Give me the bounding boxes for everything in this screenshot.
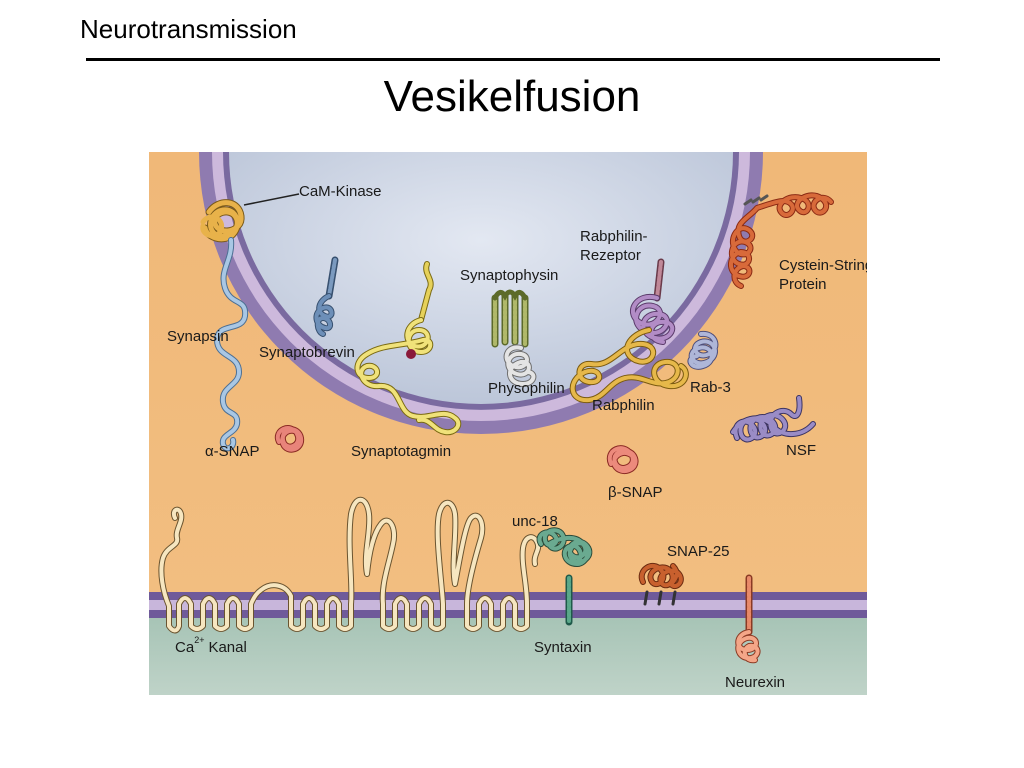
label-synaptophysin: Synaptophysin (460, 267, 558, 284)
rab3-protein (687, 330, 719, 370)
label-ca-channel-prefix: Ca (175, 639, 195, 656)
rabphilin-protein (569, 327, 689, 404)
slide-title: Vesikelfusion (383, 72, 641, 121)
cam-kinase-protein (200, 199, 245, 243)
label-synaptotagmin: Synaptotagmin (351, 443, 451, 460)
illustration-svg: CaM-Kinase Synapsin Synaptobrevin Synapt… (149, 152, 867, 695)
label-cam-kinase: CaM-Kinase (299, 183, 382, 200)
label-nsf: NSF (786, 442, 816, 459)
label-beta-snap: β-SNAP (608, 484, 662, 501)
label-rabphilin-receptor-line2: Rezeptor (580, 247, 641, 264)
synaptobrevin-protein (313, 256, 339, 337)
label-unc18: unc-18 (512, 513, 558, 530)
physophilin-protein (503, 344, 537, 388)
header-divider (86, 58, 940, 61)
label-neurexin: Neurexin (725, 674, 785, 691)
vesicle-fusion-illustration: CaM-Kinase Synapsin Synaptobrevin Synapt… (149, 152, 867, 695)
label-rabphilin-receptor-line1: Rabphilin- (580, 228, 648, 245)
label-synaptobrevin: Synaptobrevin (259, 344, 355, 361)
label-cystein-string-line2: Protein (779, 276, 827, 293)
synapsin-protein (213, 237, 249, 452)
calcium-channel-protein (158, 496, 542, 634)
beta-snap-protein (606, 445, 639, 475)
label-physophilin: Physophilin (488, 380, 565, 397)
label-ca-channel-superscript: 2+ (194, 635, 204, 645)
cam-kinase-pointer (243, 193, 300, 206)
label-syntaxin: Syntaxin (534, 639, 592, 656)
label-ca-channel: Ca2+ Kanal (175, 635, 247, 656)
section-label: Neurotransmission (80, 14, 297, 44)
label-snap25: SNAP-25 (667, 543, 730, 560)
label-rab3: Rab-3 (690, 379, 731, 396)
label-synapsin: Synapsin (167, 328, 229, 345)
label-ca-channel-suffix: Kanal (208, 639, 246, 656)
nsf-protein (730, 395, 816, 443)
unc18-protein (536, 527, 593, 568)
cystein-string-protein (728, 192, 834, 289)
rabphilin-receptor-protein (630, 258, 676, 345)
label-cystein-string-line1: Cystein-String (779, 257, 867, 274)
snap25-protein (638, 562, 684, 606)
label-alpha-snap: α-SNAP (205, 443, 260, 460)
synaptophysin-protein (491, 289, 529, 348)
alpha-snap-protein (274, 425, 305, 453)
synaptotagmin-protein (354, 261, 462, 436)
neurexin-protein (735, 574, 761, 664)
label-rabphilin: Rabphilin (592, 397, 655, 414)
